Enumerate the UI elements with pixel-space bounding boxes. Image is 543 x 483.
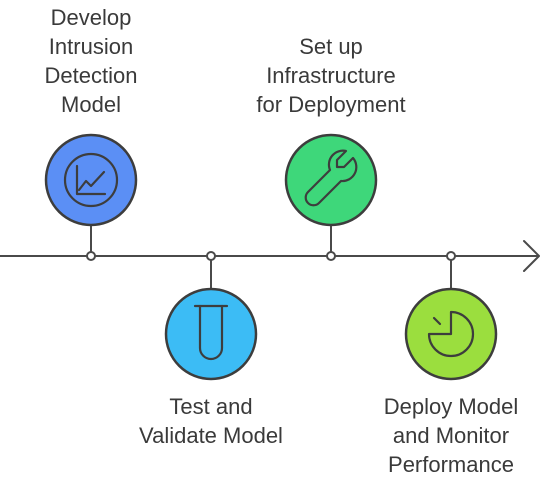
timeline-arrowhead [523,240,540,272]
step-1-node [44,133,138,227]
step-1-circle [44,133,138,227]
step-2-circle [164,287,258,381]
step-1-label: Develop Intrusion Detection Model [44,5,138,117]
test-tube-icon [193,304,229,361]
step-4-node [404,287,498,381]
timeline-dot-3 [326,251,336,261]
timeline-dot-1 [86,251,96,261]
wrench-icon [304,149,358,207]
step-2-label: Test and Validate Model [139,394,283,448]
step-3-circle [284,133,378,227]
line-chart-icon [63,152,119,208]
step-4-label: Deploy Model and Monitor Performance [383,394,519,477]
pie-chart-icon [427,310,475,358]
step-3-node [284,133,378,227]
step-3-label: Set up Infrastructure for Deployment [256,34,406,117]
step-2-node [164,287,258,381]
timeline-dot-4 [446,251,456,261]
timeline-dot-2 [206,251,216,261]
